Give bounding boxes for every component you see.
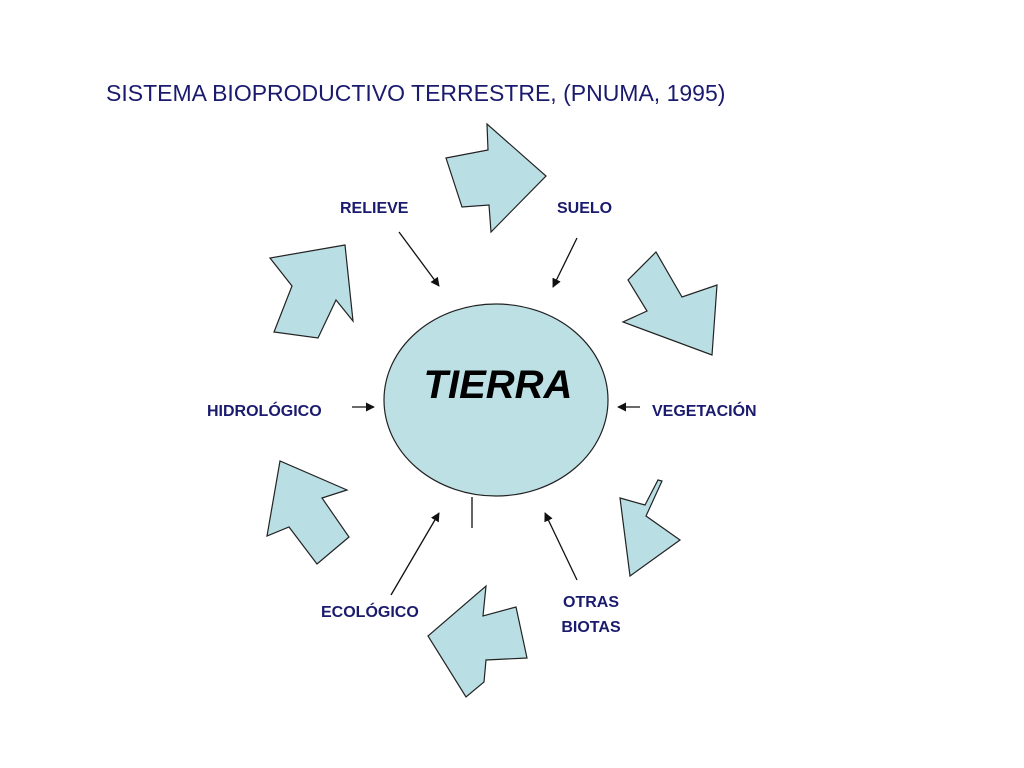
node-label-suelo: SUELO — [557, 200, 612, 217]
pointer-otras-biotas — [544, 512, 578, 581]
cycle-arrow-lower-right — [619, 479, 682, 578]
cycle-arrow-lower-left — [266, 460, 350, 565]
node-label-ecologico: ECOLÓGICO — [321, 602, 419, 621]
cycle-arrow-upper-left — [268, 244, 354, 339]
node-label-vegetacion: VEGETACIÓN — [652, 401, 757, 420]
cycle-arrow-bottom — [427, 584, 528, 698]
cycle-arrow-upper-right — [621, 251, 718, 356]
node-label-otras-biotas-line1: OTRAS — [563, 594, 619, 611]
pointer-suelo — [552, 237, 578, 288]
node-label-relieve: RELIEVE — [340, 200, 409, 217]
center-circle — [383, 303, 609, 497]
center-label: TIERRA — [424, 363, 573, 407]
cycle-arrow-top — [445, 122, 547, 234]
pointer-relieve — [398, 231, 440, 287]
pointer-ecologico — [390, 512, 440, 596]
diagram-title: SISTEMA BIOPRODUCTIVO TERRESTRE, (PNUMA,… — [106, 80, 725, 106]
node-label-otras-biotas-line2: BIOTAS — [561, 619, 621, 636]
node-label-hidrologico: HIDROLÓGICO — [207, 401, 322, 420]
